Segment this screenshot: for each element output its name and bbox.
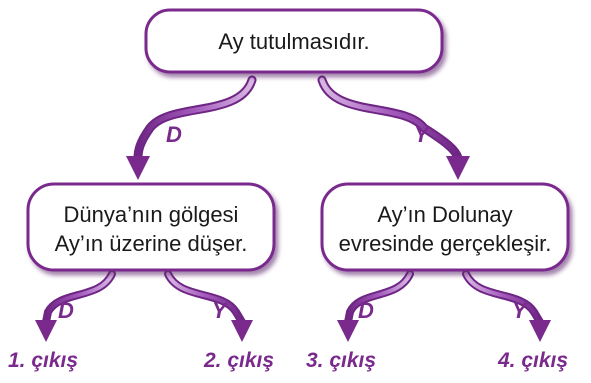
root-node-text: Ay tutulmasıdır. [218,29,369,54]
right-node-line1: Ay’ın Dolunay [377,202,512,227]
exit-label-3: 3. çıkış [306,349,376,372]
branch-label-left-d: D [166,122,182,147]
exit-label-2: 2. çıkış [203,349,274,372]
left-node: Dünya’nın gölgesi Ay’ın üzerine düşer. [26,182,276,272]
arrow-left-to-exit1 [35,270,116,342]
arrow-root-to-left [126,75,257,180]
branch-label-left-bottom-d: D [58,298,74,323]
right-node-line2: evresinde gerçekleşir. [339,231,552,256]
exit-label-1: 1. çıkış [8,349,78,372]
arrow-right-to-exit4 [462,270,551,342]
exit-label-4: 4. çıkış [497,349,568,372]
arrow-left-to-exit2 [164,270,253,342]
left-node-line2: Ay’ın üzerine düşer. [55,231,248,256]
left-node-line1: Dünya’nın gölgesi [64,202,239,227]
arrow-root-to-right [317,75,470,180]
branch-label-right-bottom-y: Y [512,298,529,323]
root-node: Ay tutulmasıdır. [144,8,444,74]
branch-label-right-y: Y [414,122,431,147]
branch-label-left-bottom-y: Y [212,298,229,323]
right-node: Ay’ın Dolunay evresinde gerçekleşir. [320,182,570,272]
arrow-right-to-exit3 [337,270,414,342]
branch-label-right-bottom-d: D [358,298,374,323]
